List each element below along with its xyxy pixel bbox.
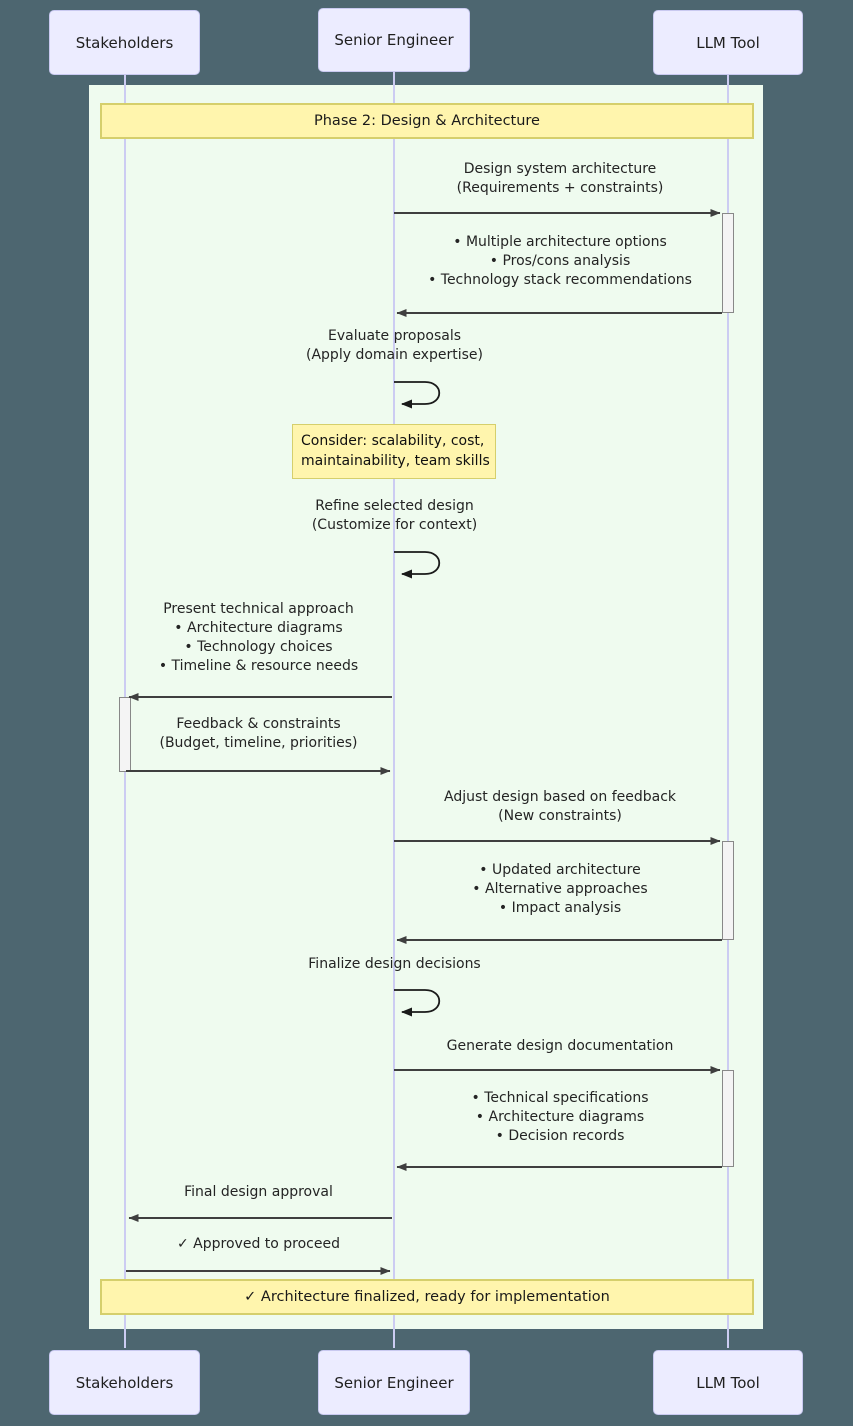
message-label-m4: Refine selected design (Customize for co… <box>226 497 563 535</box>
lifeline-llm-tool <box>727 75 729 1348</box>
msg-line: • Architecture diagrams <box>475 1109 645 1126</box>
participant-label: Senior Engineer <box>334 1373 454 1392</box>
activation-llm-tool-1 <box>722 213 734 313</box>
participant-llm-tool-bottom[interactable]: LLM Tool <box>653 1350 803 1415</box>
msg-line: • Pros/cons analysis <box>489 253 631 270</box>
message-label-m2: • Multiple architecture options • Pros/c… <box>393 233 727 290</box>
message-label-m7: Adjust design based on feedback (New con… <box>393 788 727 826</box>
msg-line: (Budget, timeline, priorities) <box>159 735 358 752</box>
note-consider: Consider: scalability, cost, maintainabi… <box>292 424 496 479</box>
msg-line: • Architecture diagrams <box>174 620 343 637</box>
msg-line: Feedback & constraints <box>176 716 341 732</box>
participant-label: Senior Engineer <box>334 31 454 49</box>
msg-line: Evaluate proposals <box>327 328 461 344</box>
msg-line: Design system architecture <box>463 161 657 177</box>
message-label-m1: Design system architecture (Requirements… <box>393 160 727 198</box>
message-label-m8: • Updated architecture • Alternative app… <box>393 861 727 918</box>
msg-line: • Technology choices <box>184 639 333 656</box>
msg-line: • Timeline & resource needs <box>158 658 359 675</box>
message-label-m5: Present technical approach • Architectur… <box>124 600 393 676</box>
participant-senior-engineer-bottom[interactable]: Senior Engineer <box>318 1350 470 1415</box>
participant-label: Stakeholders <box>75 33 174 52</box>
participant-label: LLM Tool <box>696 33 760 52</box>
msg-line: • Technical specifications <box>471 1090 649 1106</box>
msg-line: (New constraints) <box>498 808 622 825</box>
msg-line: • Updated architecture <box>479 862 641 878</box>
note-line: Consider: scalability, cost, <box>301 432 485 449</box>
msg-line: • Impact analysis <box>498 900 622 917</box>
msg-line: • Decision records <box>495 1128 625 1145</box>
message-label-m12: Final design approval <box>124 1183 393 1202</box>
msg-line: Final design approval <box>184 1184 333 1200</box>
message-label-m3: Evaluate proposals (Apply domain experti… <box>226 327 563 365</box>
note-line: maintainability, team skills <box>301 452 490 469</box>
message-label-m9: Finalize design decisions <box>226 955 563 974</box>
phase-background <box>89 85 763 1329</box>
participant-senior-engineer-top[interactable]: Senior Engineer <box>318 8 470 72</box>
msg-line: Generate design documentation <box>446 1038 674 1054</box>
phase-banner-label: ✓ Architecture finalized, ready for impl… <box>244 1289 610 1305</box>
msg-line: Refine selected design <box>315 498 474 514</box>
msg-line: • Technology stack recommendations <box>428 272 692 289</box>
participant-label: LLM Tool <box>696 1373 760 1392</box>
activation-llm-tool-2 <box>722 841 734 940</box>
msg-line: (Requirements + constraints) <box>456 180 664 197</box>
lifeline-senior-engineer <box>393 72 395 1348</box>
participant-label: Stakeholders <box>75 1373 174 1392</box>
message-label-m6: Feedback & constraints (Budget, timeline… <box>124 715 393 753</box>
msg-line: • Alternative approaches <box>472 881 648 898</box>
msg-line: ✓ Approved to proceed <box>177 1236 340 1252</box>
phase-banner-bottom: ✓ Architecture finalized, ready for impl… <box>100 1279 754 1315</box>
msg-line: Finalize design decisions <box>308 956 481 972</box>
phase-banner-label: Phase 2: Design & Architecture <box>314 113 540 129</box>
participant-stakeholders-bottom[interactable]: Stakeholders <box>49 1350 200 1415</box>
msg-line: Adjust design based on feedback <box>443 789 677 805</box>
msg-line: (Apply domain expertise) <box>306 347 483 364</box>
message-label-m13: ✓ Approved to proceed <box>124 1235 393 1254</box>
participant-stakeholders-top[interactable]: Stakeholders <box>49 10 200 75</box>
msg-line: • Multiple architecture options <box>453 234 667 250</box>
activation-llm-tool-3 <box>722 1070 734 1167</box>
participant-llm-tool-top[interactable]: LLM Tool <box>653 10 803 75</box>
phase-banner-top: Phase 2: Design & Architecture <box>100 103 754 139</box>
activation-stakeholders-1 <box>119 697 131 772</box>
message-label-m11: • Technical specifications • Architectur… <box>393 1089 727 1146</box>
msg-line: (Customize for context) <box>311 517 478 534</box>
msg-line: Present technical approach <box>163 601 354 617</box>
message-label-m10: Generate design documentation <box>393 1037 727 1056</box>
